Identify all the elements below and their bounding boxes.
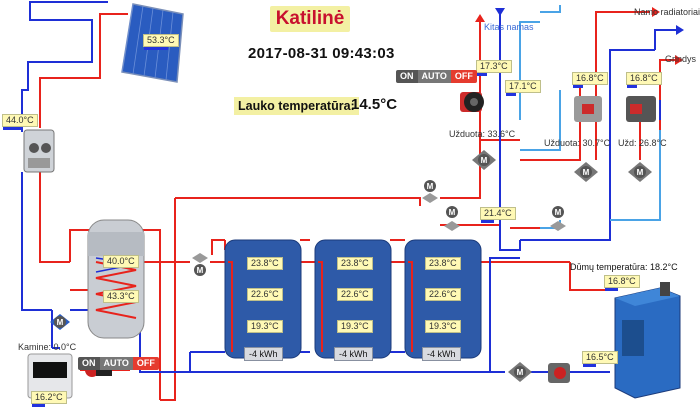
- tank-3-energy: -4 kWh: [422, 347, 461, 361]
- solar-pump-station: [23, 129, 55, 173]
- flue-temp-label: Dūmų temperatūra: 18.2°C: [570, 262, 678, 272]
- radiatoriai-setpoint: Užduota: 30.7°C: [544, 138, 611, 148]
- mode-off[interactable]: OFF: [132, 357, 159, 370]
- circuit-label-radiatoriai: Namo radiatoriai: [634, 7, 700, 17]
- svg-text:M: M: [555, 208, 562, 217]
- page-title: Katilinė: [270, 6, 350, 32]
- tank-2-temp-top: 23.8°C: [337, 257, 373, 270]
- furnace: [614, 282, 681, 399]
- tank-1-temp-mid: 22.6°C: [247, 288, 283, 301]
- pumps: [85, 92, 656, 383]
- svg-text:M: M: [57, 318, 64, 327]
- svg-text:M: M: [481, 156, 488, 165]
- circuit-label-kitas-namas: Kitas namas: [484, 22, 534, 32]
- current-datetime: 2017-08-31 09:43:03: [248, 45, 395, 62]
- mode-auto[interactable]: AUTO: [417, 70, 451, 83]
- tank-1-energy: -4 kWh: [244, 347, 283, 361]
- svg-text:M: M: [197, 266, 204, 275]
- kitas-namas-setpoint: Užduota: 33.6°C: [449, 129, 516, 139]
- flow-arrows-cold: [495, 8, 684, 35]
- furnace-return-temp: 16.5°C: [582, 351, 618, 367]
- outside-temp-value: 14.5°C: [351, 96, 398, 113]
- svg-text:M: M: [449, 208, 456, 217]
- fireplace-label: Kamine: 0.0°C: [18, 342, 77, 352]
- tank-3-temp-mid: 22.6°C: [425, 288, 461, 301]
- circuit-pump-mode-switch[interactable]: ON AUTO OFF: [396, 70, 477, 83]
- tank-2-temp-mid: 22.6°C: [337, 288, 373, 301]
- tank-2-temp-bottom: 19.3°C: [337, 320, 373, 333]
- mode-on[interactable]: ON: [78, 357, 100, 370]
- solar-panel-temp: 53.3°C: [143, 34, 179, 50]
- tank-3-temp-top: 23.8°C: [425, 257, 461, 270]
- tank-2-energy: -4 kWh: [334, 347, 373, 361]
- kitas-namas-return-temp: 17.1°C: [505, 80, 541, 96]
- tank-3-temp-bottom: 19.3°C: [425, 320, 461, 333]
- solar-return-temp: 44.0°C: [2, 114, 38, 130]
- boiler-bottom-temp: 43.3°C: [103, 290, 139, 303]
- mixer-temp: 21.4°C: [480, 207, 516, 223]
- mode-on[interactable]: ON: [396, 70, 418, 83]
- tank-1-temp-bottom: 19.3°C: [247, 320, 283, 333]
- radiatoriai-temp: 16.8°C: [572, 72, 608, 88]
- mode-off[interactable]: OFF: [450, 70, 477, 83]
- mode-auto[interactable]: AUTO: [99, 357, 133, 370]
- svg-text:M: M: [583, 168, 590, 177]
- dhw-boiler: [87, 219, 145, 339]
- motor-valves: M M M M M M M M: [50, 150, 652, 382]
- circuit-label-grindys: Grindys: [665, 54, 697, 64]
- grindys-setpoint: Užd: 26.8°C: [618, 138, 667, 148]
- fireplace-controller: [27, 353, 73, 399]
- fireplace-temp: 16.2°C: [31, 391, 67, 407]
- grindys-temp: 16.8°C: [626, 72, 662, 88]
- boiler-top-temp: 40.0°C: [103, 255, 139, 268]
- svg-text:M: M: [637, 168, 644, 177]
- fireplace-pump-mode-switch[interactable]: ON AUTO OFF: [78, 357, 159, 370]
- outside-temp-label: Lauko temperatūra:: [234, 97, 359, 115]
- svg-text:M: M: [517, 368, 524, 377]
- svg-text:M: M: [427, 182, 434, 191]
- tank-1-temp-top: 23.8°C: [247, 257, 283, 270]
- flow-arrows-hot: [475, 7, 683, 65]
- furnace-supply-temp: 16.8°C: [604, 275, 640, 291]
- kitas-namas-supply-temp: 17.3°C: [476, 60, 512, 76]
